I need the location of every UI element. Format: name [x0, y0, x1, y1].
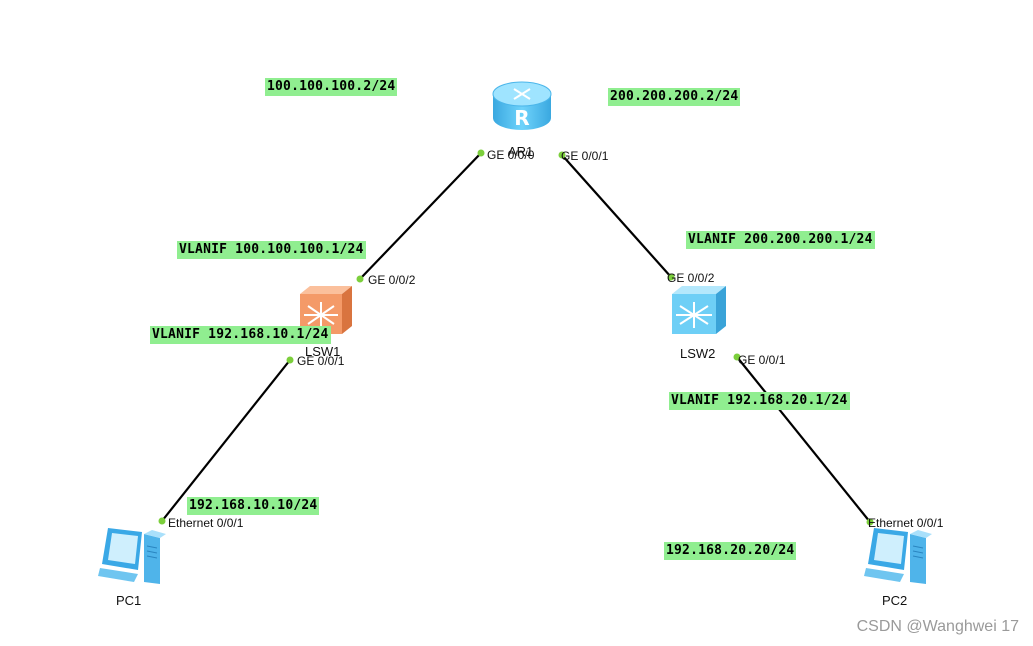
address-label-lsw2-vlanif-down: VLANIF 192.168.20.1/24	[669, 392, 850, 410]
address-label-ar1-right: 200.200.200.2/24	[608, 88, 741, 106]
pc-pc1[interactable]	[98, 524, 168, 588]
port-label-lsw1-ge002: GE 0/0/2	[368, 273, 416, 287]
port-dot-ar1-ge001	[558, 151, 566, 159]
port-dot-ar1-ge000	[477, 149, 485, 157]
port-dot-pc1-eth	[158, 517, 166, 525]
link-ar1-lsw1[interactable]	[359, 152, 482, 280]
port-label-lsw1-ge001: GE 0/0/1	[297, 354, 345, 368]
router-ar1[interactable]: R	[490, 78, 554, 134]
pc-icon	[864, 528, 932, 584]
link-lsw1-pc1[interactable]	[161, 359, 291, 522]
switch-icon	[672, 286, 726, 334]
port-dot-lsw2-ge002	[667, 273, 675, 281]
address-label-lsw1-vlanif-up: VLANIF 100.100.100.1/24	[177, 241, 366, 259]
port-label-lsw2-ge002: GE 0/0/2	[667, 271, 715, 285]
device-label-pc2: PC2	[882, 593, 908, 608]
port-dot-lsw1-ge002	[356, 275, 364, 283]
port-label-ar1-ge001: GE 0/0/1	[561, 149, 609, 163]
switch-lsw1[interactable]	[298, 284, 354, 336]
svg-text:R: R	[514, 106, 529, 130]
port-label-pc1-eth: Ethernet 0/0/1	[168, 516, 244, 530]
address-label-pc1-ip: 192.168.10.10/24	[187, 497, 320, 515]
link-ar1-lsw2[interactable]	[561, 154, 672, 278]
port-label-ar1-ge000: GE 0/0/0	[487, 148, 535, 162]
port-label-pc2-eth: Ethernet 0/0/1	[868, 516, 944, 530]
switch-icon	[300, 286, 352, 334]
pc-icon	[98, 528, 166, 584]
address-label-lsw1-vlanif-down: VLANIF 192.168.10.1/24	[150, 326, 331, 344]
device-label-lsw1: LSW1	[305, 344, 341, 359]
address-label-lsw2-vlanif-up: VLANIF 200.200.200.1/24	[686, 231, 875, 249]
address-label-ar1-left: 100.100.100.2/24	[265, 78, 398, 96]
port-dot-lsw2-ge001	[733, 353, 741, 361]
port-label-lsw2-ge001: GE 0/0/1	[738, 353, 786, 367]
switch-lsw2[interactable]	[670, 284, 728, 336]
device-label-ar1: AR1	[508, 144, 534, 159]
link-lsw2-pc2[interactable]	[736, 356, 871, 523]
router-icon: R	[492, 81, 552, 130]
port-dot-lsw1-ge001	[286, 356, 294, 364]
device-label-lsw2: LSW2	[680, 346, 716, 361]
watermark: CSDN @Wanghwei 17	[856, 618, 1019, 635]
port-dot-pc2-eth	[866, 518, 874, 526]
address-label-pc2-ip: 192.168.20.20/24	[664, 542, 797, 560]
pc-pc2[interactable]	[864, 524, 934, 588]
device-label-pc1: PC1	[116, 593, 142, 608]
